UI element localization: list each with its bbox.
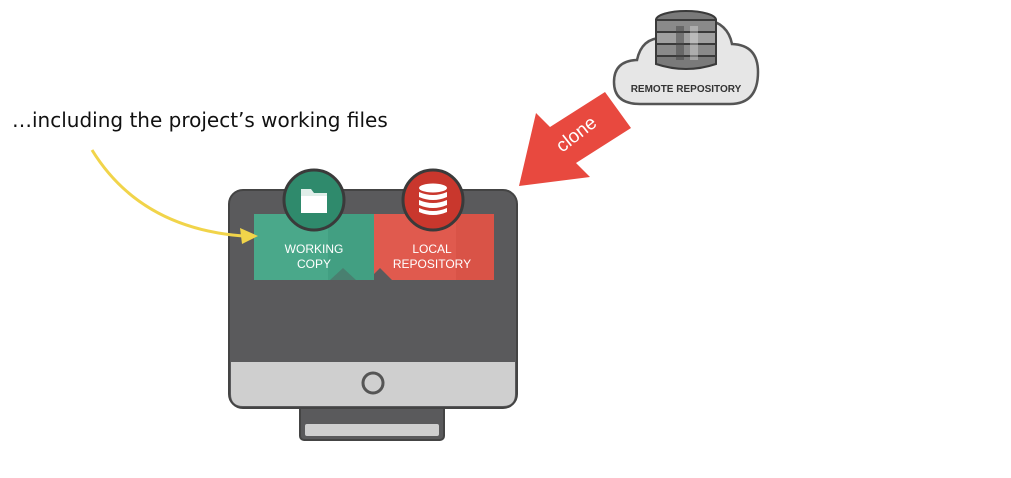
caption-text: …including the project’s working files (12, 108, 388, 132)
clone-arrow: clone (519, 92, 631, 186)
remote-repository: REMOTE REPOSITORY (612, 10, 760, 106)
remote-repository-label: REMOTE REPOSITORY (631, 84, 742, 95)
server-stack-icon (655, 10, 717, 70)
working-copy-panel: WORKING COPY (254, 168, 374, 280)
local-repository-label-2: REPOSITORY (393, 257, 471, 271)
local-repository-panel: LOCAL REPOSITORY (374, 168, 494, 280)
folder-icon (301, 189, 327, 213)
working-copy-label-2: COPY (297, 257, 331, 271)
database-icon (419, 183, 447, 215)
power-button-icon (361, 371, 385, 395)
working-copy-label-1: WORKING (285, 242, 344, 256)
monitor-chin (231, 362, 515, 406)
yellow-arrow-line (90, 149, 244, 238)
monitor-stand-base (305, 424, 439, 436)
yellow-arrow (90, 149, 258, 244)
clone-arrow-shape (519, 92, 631, 186)
yellow-arrow-head-icon (240, 228, 258, 244)
local-repository-label-1: LOCAL (412, 242, 452, 256)
